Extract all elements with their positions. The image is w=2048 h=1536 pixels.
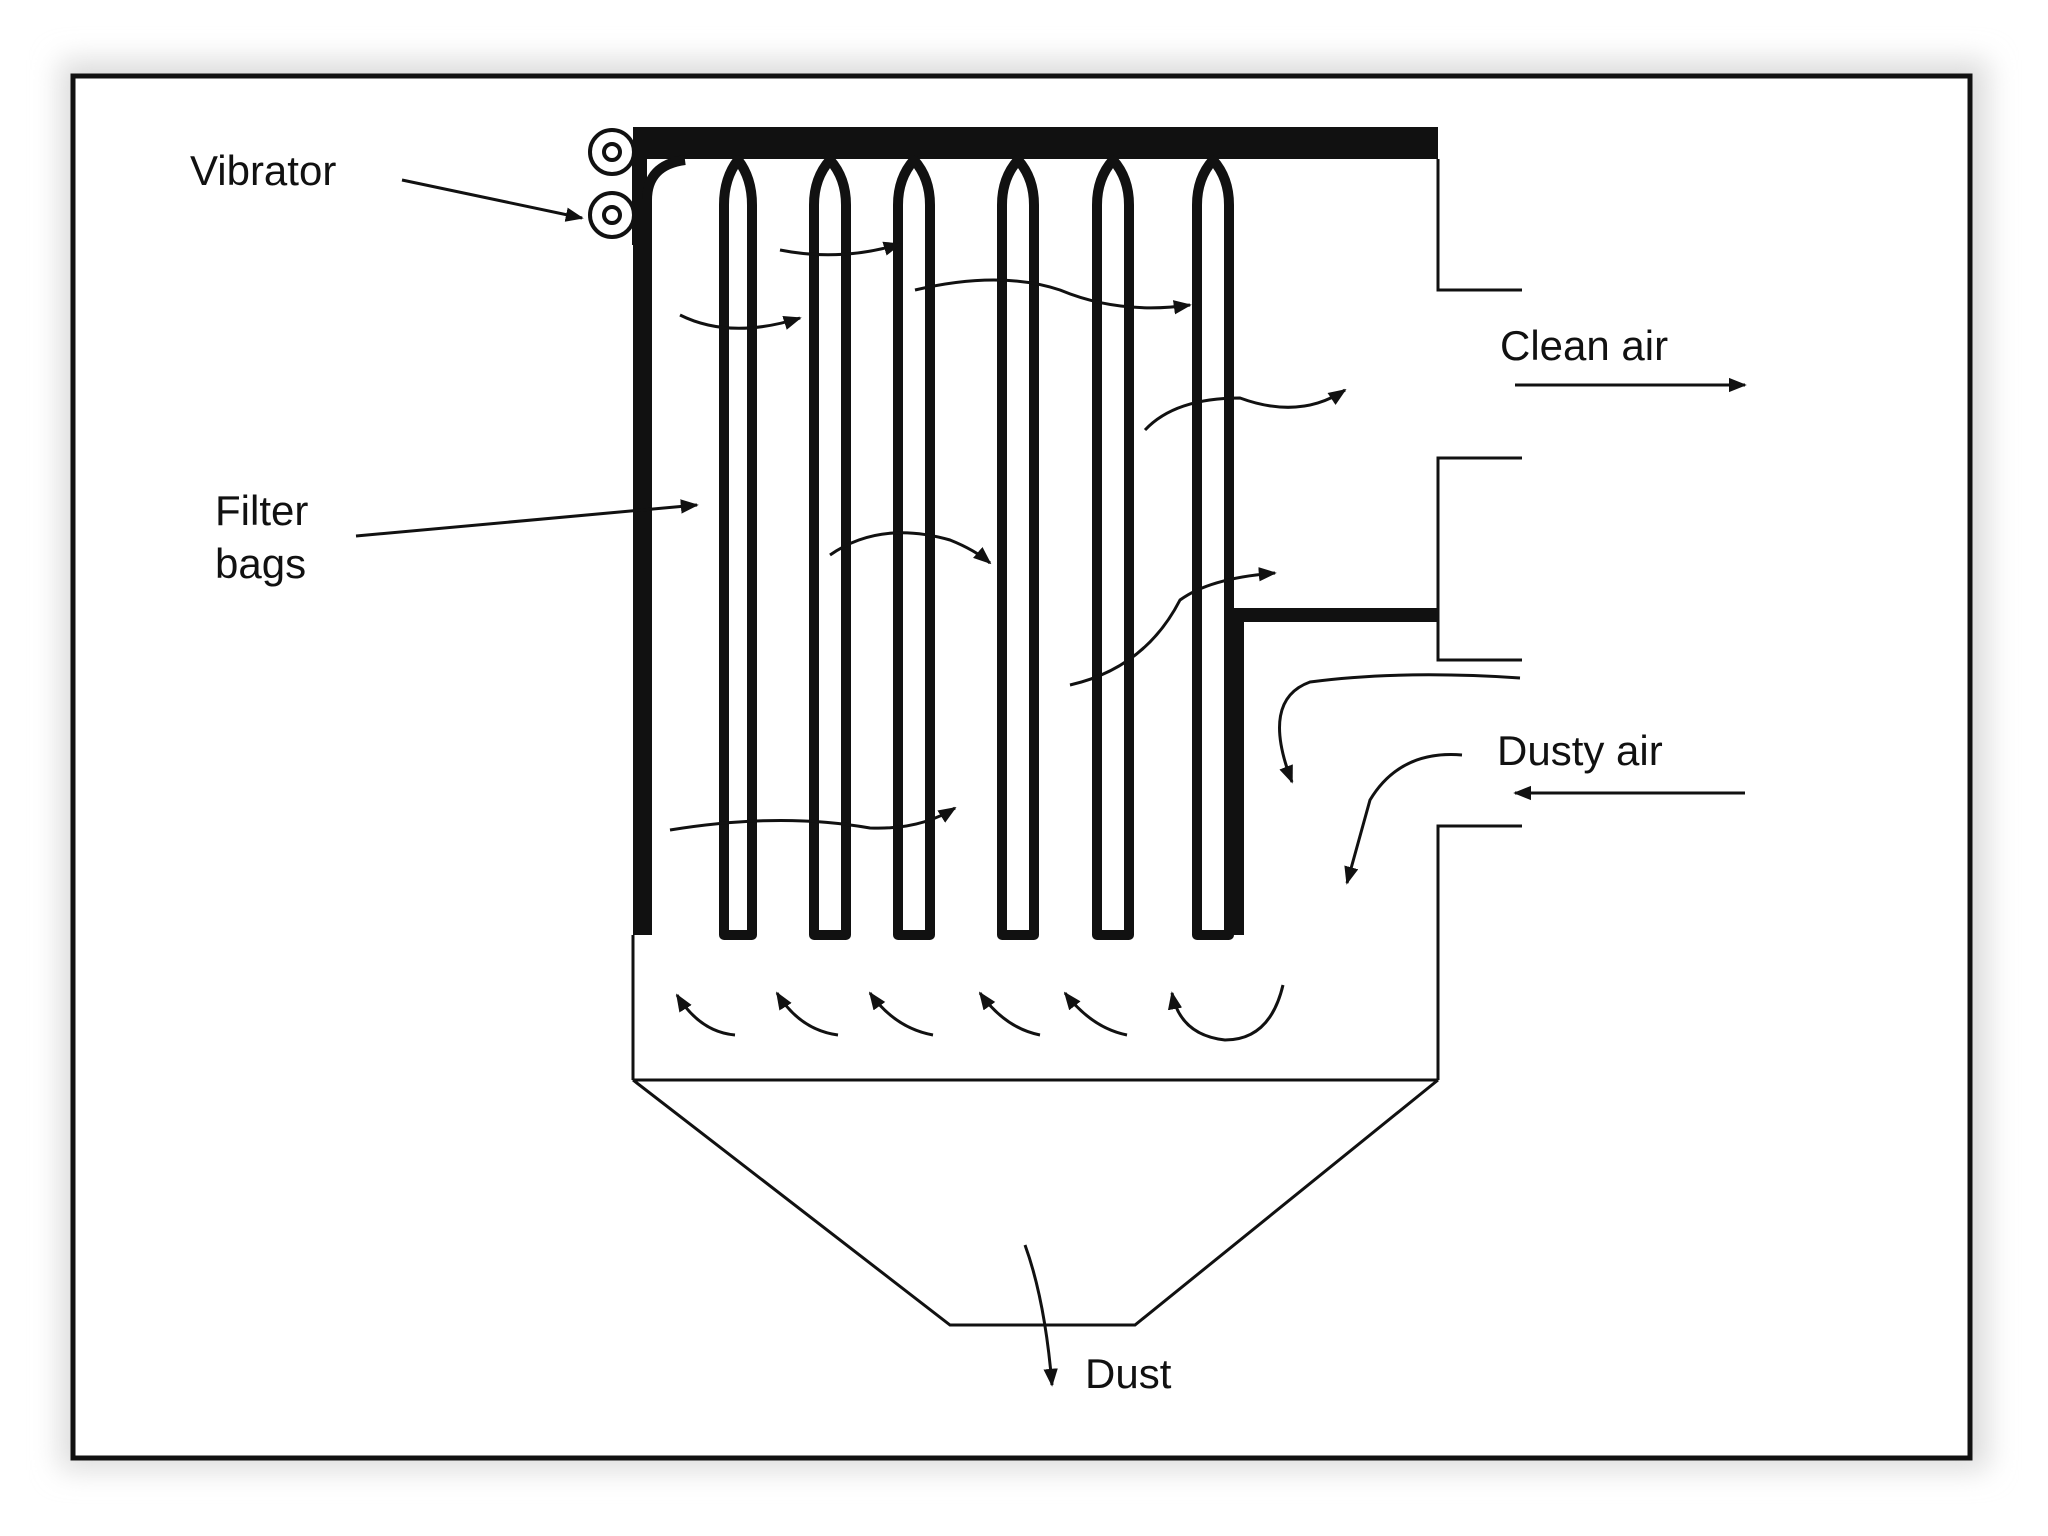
external-arrows	[1513, 377, 1747, 801]
baffle	[1230, 608, 1438, 935]
filter-bag	[642, 155, 686, 935]
housing	[631, 159, 1522, 1327]
filter-bag	[809, 155, 851, 940]
label-dust: Dust	[1085, 1350, 1172, 1397]
filter-bags-leader	[355, 499, 699, 538]
label-vibrator: Vibrator	[190, 147, 336, 194]
label-filter: Filter	[215, 487, 308, 534]
label-clean-air: Clean air	[1500, 322, 1668, 369]
filter-bag	[719, 155, 757, 940]
filter-bag	[997, 155, 1039, 940]
leader-lines	[355, 178, 699, 538]
vibrator-leader	[401, 178, 584, 222]
filter-bag	[893, 155, 935, 940]
air-flow-arrows	[669, 241, 1521, 1387]
filter-bag	[1092, 155, 1134, 940]
label-bags: bags	[215, 540, 306, 587]
filter-bags	[642, 155, 1234, 940]
top-plate	[633, 127, 1438, 159]
filter-bag	[1192, 155, 1234, 940]
label-dusty-air: Dusty air	[1497, 727, 1663, 774]
frame	[70, 73, 1973, 1461]
